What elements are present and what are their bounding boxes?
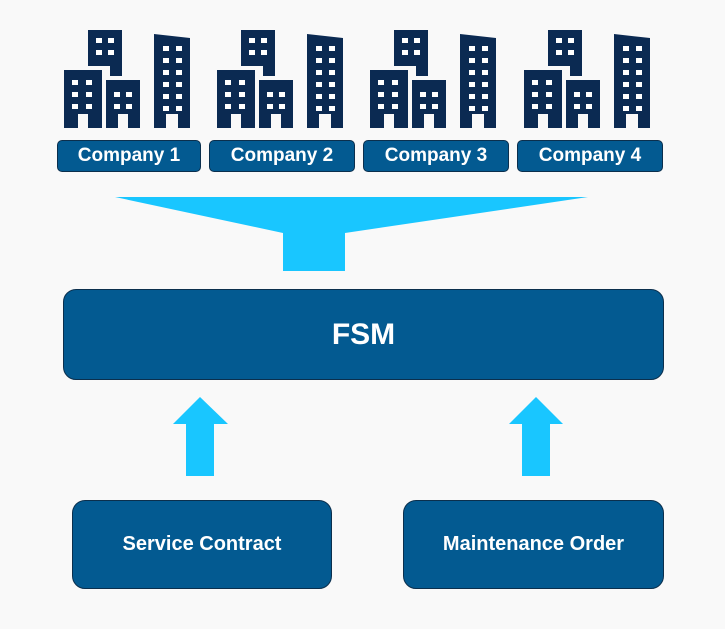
fsm-box: FSM <box>63 289 664 380</box>
up-arrow-right <box>509 397 563 476</box>
company-3-label: Company 3 <box>363 140 509 172</box>
company-4-label: Company 4 <box>517 140 663 172</box>
service-contract-box: Service Contract <box>72 500 332 589</box>
company-1-label: Company 1 <box>57 140 201 172</box>
up-arrow-left <box>173 397 228 476</box>
maintenance-order-box: Maintenance Order <box>403 500 664 589</box>
company-2-label: Company 2 <box>209 140 355 172</box>
funnel-shape <box>115 197 588 271</box>
